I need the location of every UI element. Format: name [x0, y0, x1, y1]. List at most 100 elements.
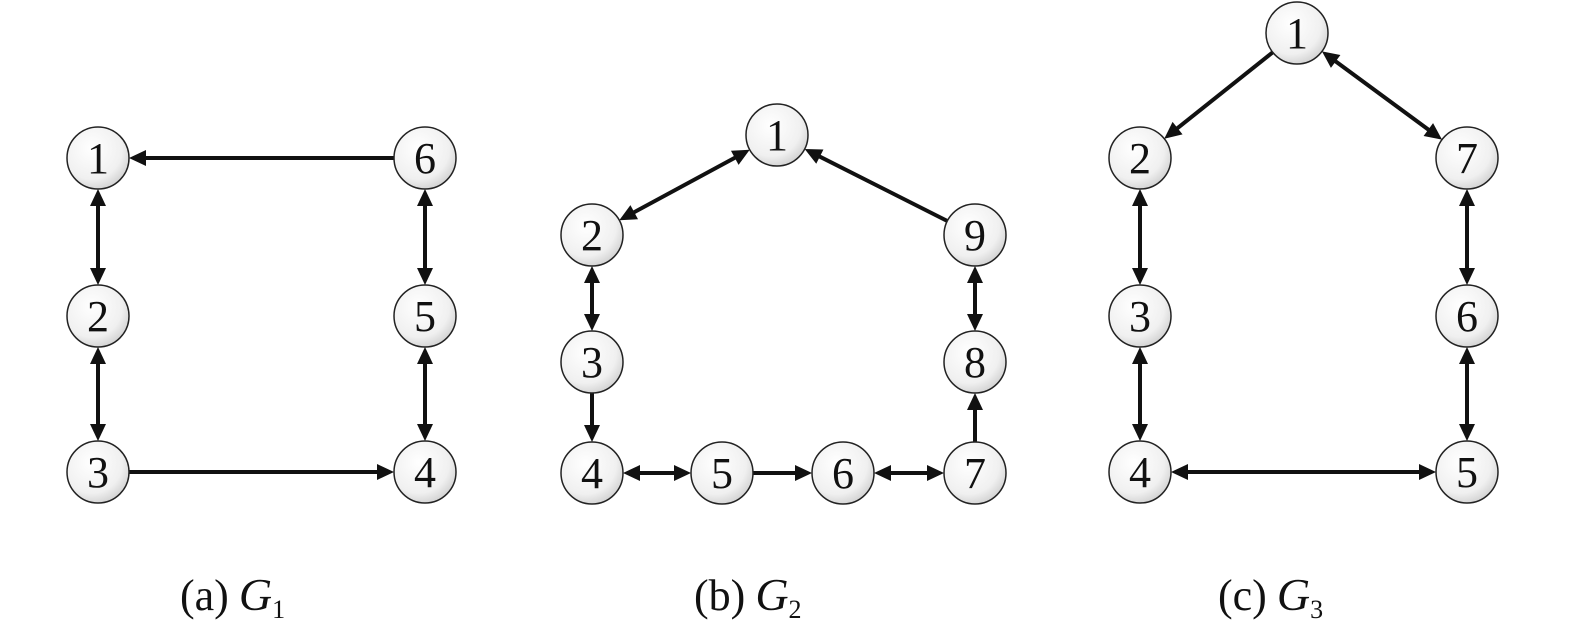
- graph-c-caption: (c)G3: [1218, 569, 1323, 624]
- graph-b-node-9: 9: [943, 203, 1007, 267]
- graph-b-edges: [584, 148, 983, 481]
- graph-a-node-label: 6: [414, 134, 436, 183]
- graph-c-arrowhead-7: [1423, 123, 1443, 140]
- graph-b-edge-line-1-2: [630, 154, 739, 216]
- graph-c-edge-3-4: [1132, 347, 1148, 441]
- graph-c-edge-line-1-7: [1332, 58, 1432, 133]
- graph-b-node-3: 3: [560, 330, 624, 394]
- graph-b-edge-1-2: [619, 149, 750, 221]
- graph-a-arrowhead-2: [90, 347, 106, 364]
- graph-b-node-7: 7: [943, 441, 1007, 505]
- graph-a-node-3: 3: [66, 440, 130, 504]
- graph-b-node-label: 8: [964, 338, 986, 387]
- graph-b-arrowhead-9: [967, 266, 983, 283]
- graph-c-node-1: 1: [1265, 1, 1329, 65]
- graph-b: 1 2 3 4 5 6 7 8 9 (b)G2: [560, 103, 1007, 624]
- graph-b-arrowhead-4: [584, 425, 600, 442]
- graph-c-node-label: 7: [1456, 134, 1478, 183]
- graph-b-nodes: 1 2 3 4 5 6 7 8 9: [560, 103, 1007, 505]
- graph-c-edge-2-3: [1132, 189, 1148, 285]
- graph-a-node-circle: [66, 440, 130, 504]
- graph-b-arrowhead-1: [804, 148, 824, 164]
- graph-c-node-label: 5: [1456, 448, 1478, 497]
- graph-b-arrowhead-8: [967, 393, 983, 410]
- graph-a-edge-5-6: [417, 189, 433, 285]
- graph-c-node-3: 3: [1108, 284, 1172, 348]
- graph-c-node-circle: [1108, 440, 1172, 504]
- graph-b-caption-letter: G: [755, 569, 788, 620]
- graph-b-caption-sub: 2: [789, 595, 802, 624]
- graph-b-arrowhead-3: [584, 314, 600, 331]
- graph-c-caption-sub: 3: [1310, 595, 1323, 624]
- graph-b-node-circle: [560, 203, 624, 267]
- graph-c-node-2: 2: [1108, 126, 1172, 190]
- graph-c-arrowhead-2: [1164, 121, 1183, 139]
- graph-b-arrowhead-6: [795, 465, 812, 481]
- graph-b-node-circle: [690, 441, 754, 505]
- graph-b-node-circle: [943, 330, 1007, 394]
- graph-c-node-label: 2: [1129, 134, 1151, 183]
- graph-a-node-4: 4: [393, 440, 457, 504]
- graph-b-node-circle: [943, 441, 1007, 505]
- graph-a-node-circle: [393, 126, 457, 190]
- graph-c-edge-5-6: [1459, 347, 1475, 441]
- graph-a-node-1: 1: [66, 126, 130, 190]
- graph-c-edges: [1132, 50, 1475, 480]
- graph-b-edge-7-8: [967, 393, 983, 442]
- graph-c-arrowhead-3: [1132, 347, 1148, 364]
- graph-c-node-circle: [1435, 284, 1499, 348]
- graph-a-edge-1-2: [90, 189, 106, 285]
- graph-a-edge-6-1: [129, 150, 394, 166]
- graph-b-arrowhead-2: [619, 205, 639, 221]
- graph-b-node-4: 4: [560, 441, 624, 505]
- graph-c-node-4: 4: [1108, 440, 1172, 504]
- graph-a-node-5: 5: [393, 284, 457, 348]
- graph-c-edge-6-7: [1459, 189, 1475, 285]
- graph-a-arrowhead-2: [90, 268, 106, 285]
- graph-b-edge-5-6: [753, 465, 812, 481]
- graph-b-arrowhead-7: [927, 465, 944, 481]
- graph-b-caption: (b)G2: [694, 569, 802, 624]
- graph-b-node-circle: [943, 203, 1007, 267]
- graph-b-edge-9-1: [804, 148, 949, 223]
- graph-b-node-label: 1: [766, 111, 788, 160]
- graph-c-node-circle: [1265, 1, 1329, 65]
- graph-a-arrowhead-1: [90, 189, 106, 206]
- graph-c-arrowhead-1: [1321, 51, 1341, 68]
- graph-b-arrowhead-1: [730, 149, 750, 165]
- graph-b-node-label: 3: [581, 338, 603, 387]
- graph-a-node-6: 6: [393, 126, 457, 190]
- graph-c-arrowhead-5: [1419, 464, 1436, 480]
- graph-b-arrowhead-5: [674, 465, 691, 481]
- graph-a-arrowhead-5: [417, 347, 433, 364]
- graph-b-node-circle: [811, 441, 875, 505]
- graph-c-edge-line-1-2: [1173, 50, 1274, 132]
- graph-c-arrowhead-3: [1132, 268, 1148, 285]
- graph-a-node-label: 5: [414, 292, 436, 341]
- graph-c-arrowhead-2: [1132, 189, 1148, 206]
- graph-b-node-6: 6: [811, 441, 875, 505]
- graph-c-arrowhead-6: [1459, 347, 1475, 364]
- graph-b-edge-6-7: [874, 465, 944, 481]
- graph-a-node-circle: [66, 126, 130, 190]
- graph-c-node-circle: [1435, 126, 1499, 190]
- graph-a-node-2: 2: [66, 284, 130, 348]
- graph-b-node-2: 2: [560, 203, 624, 267]
- graph-b-edge-line-9-1: [816, 153, 949, 223]
- graph-b-arrowhead-8: [967, 314, 983, 331]
- graph-c-node-circle: [1108, 126, 1172, 190]
- graph-c-caption-prefix: (c): [1218, 571, 1267, 620]
- graph-c-edge-1-7: [1321, 51, 1443, 140]
- graph-b-node-label: 5: [711, 449, 733, 498]
- graph-c-arrowhead-7: [1459, 189, 1475, 206]
- graph-a-node-circle: [393, 284, 457, 348]
- graph-c-caption-letter: G: [1277, 569, 1310, 620]
- graph-c-arrowhead-4: [1132, 424, 1148, 441]
- graph-a-node-circle: [66, 284, 130, 348]
- graph-b-node-circle: [560, 441, 624, 505]
- graph-b-node-label: 2: [581, 211, 603, 260]
- graph-b-arrowhead-6: [874, 465, 891, 481]
- graph-a-caption-letter: G: [239, 569, 272, 620]
